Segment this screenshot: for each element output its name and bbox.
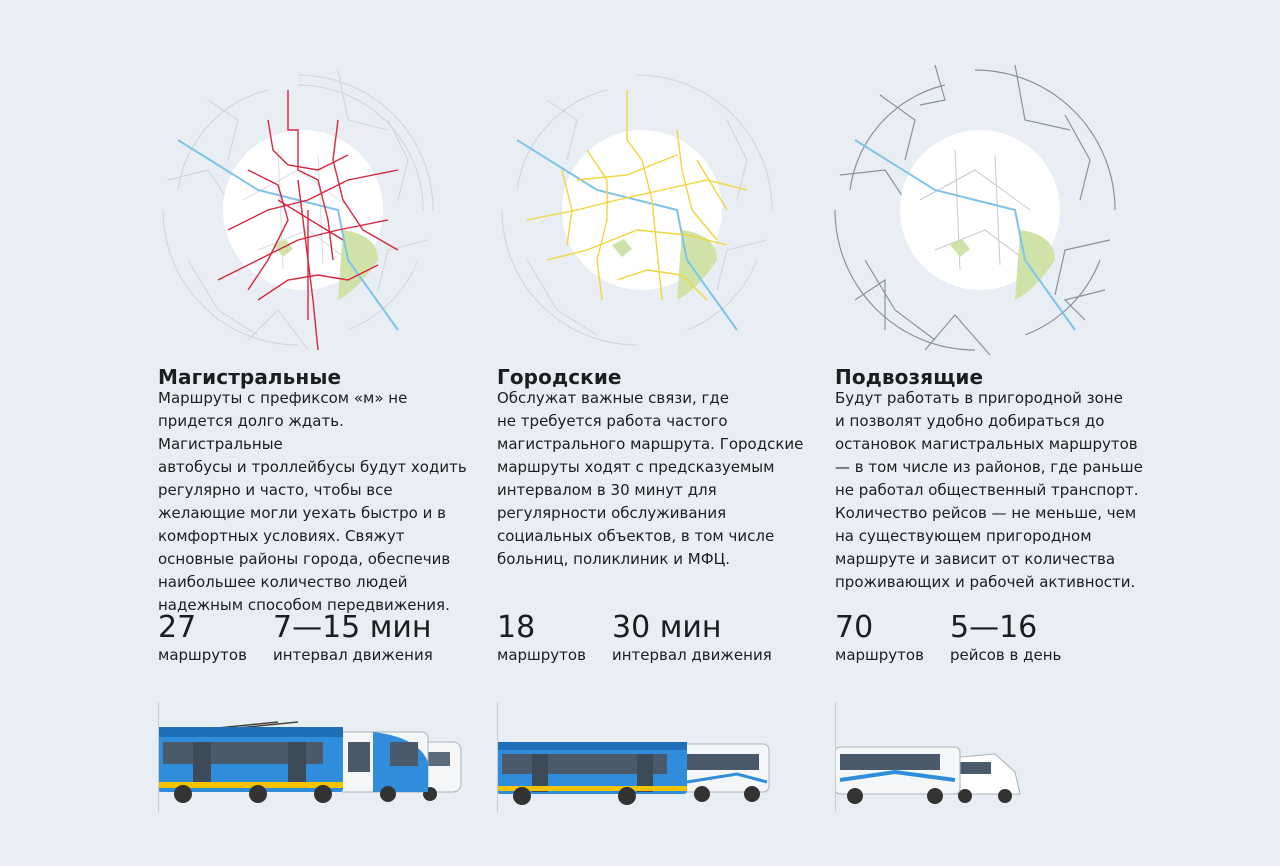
stats-row: 18 маршрутов 30 мин интервал движения [497, 610, 817, 670]
stat-routes-count: 27 маршрутов [158, 610, 247, 664]
stat-value: 18 [497, 610, 536, 645]
stat-label: рейсов в день [950, 646, 1062, 664]
category-title: Подвозящие [835, 365, 984, 389]
stat-value: 70 [835, 610, 874, 645]
category-title: Магистральные [158, 365, 342, 389]
stat-label: интервал движения [612, 646, 772, 664]
category-title: Городские [497, 365, 622, 389]
city-map-icon [501, 74, 773, 346]
route-map-trunk [148, 60, 448, 360]
stat-value: 5—16 [950, 610, 1038, 645]
category-description: Маршруты с префиксом «м» не придется дол… [158, 389, 467, 614]
stat-interval: 30 мин интервал движения [612, 610, 772, 664]
stat-interval: 7—15 мин интервал движения [273, 610, 433, 664]
route-map-city [487, 60, 787, 360]
stat-trips-per-day: 5—16 рейсов в день [950, 610, 1061, 664]
category-description: Обслужат важные связи, где не требуется … [497, 389, 804, 568]
city-buses-icon [497, 742, 770, 805]
divider [497, 702, 498, 812]
stat-label: интервал движения [273, 646, 433, 664]
stats-row: 27 маршрутов 7—15 мин интервал движения [158, 610, 478, 670]
city-map-icon [834, 64, 1116, 356]
city-map-icon [162, 69, 434, 351]
divider [835, 702, 836, 812]
minibuses-icon [835, 746, 1021, 804]
stat-routes-count: 70 маршрутов [835, 610, 924, 664]
route-map-feeder [825, 60, 1125, 360]
vehicles-illustration [158, 702, 478, 814]
stats-row: 70 маршрутов 5—16 рейсов в день [835, 610, 1155, 670]
stat-label: маршрутов [835, 646, 924, 664]
stat-routes-count: 18 маршрутов [497, 610, 586, 664]
vehicles-illustration [497, 702, 817, 814]
stat-value: 27 [158, 610, 197, 645]
stat-label: маршрутов [497, 646, 586, 664]
trolleybus-and-bus-icon [158, 721, 462, 803]
vehicles-illustration [835, 702, 1155, 814]
stat-value: 7—15 мин [273, 610, 432, 645]
stat-value: 30 мин [612, 610, 722, 645]
stat-label: маршрутов [158, 646, 247, 664]
category-description: Будут работать в пригородной зоне и позв… [835, 389, 1143, 591]
divider [158, 702, 159, 812]
